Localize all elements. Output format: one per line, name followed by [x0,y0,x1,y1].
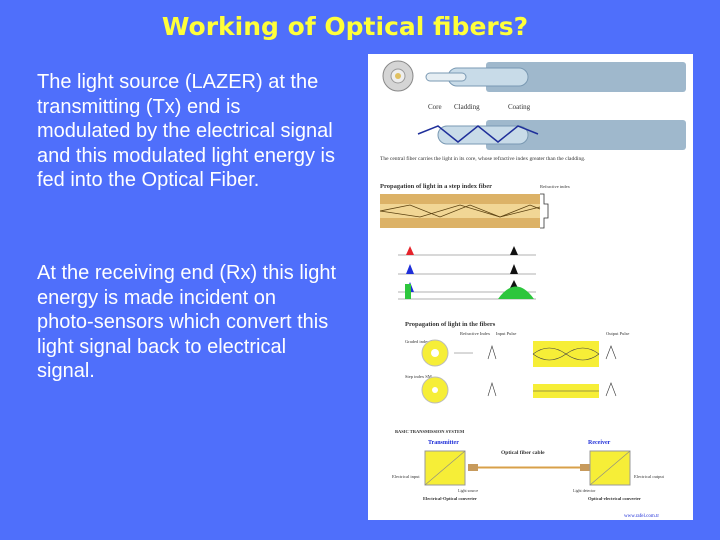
light-source-label: Light source [458,488,478,493]
electrical-output-label: Electrical output [634,474,665,479]
receiver-box [589,450,631,486]
refractive-index-label: Refractive index [540,184,571,189]
paragraph-transmitting: The light source (LAZER) at the transmit… [37,71,335,191]
receiver-label: Receiver [588,440,611,446]
fiber-cable-label: Optical fiber cable [501,450,545,456]
graded-index-row [421,339,617,367]
step-index-label: Step index SM [405,374,432,379]
step-index-row [421,376,617,404]
col-input-label: Input Pulse [496,331,516,336]
transmitter-label: Transmitter [428,440,459,446]
cladding-label: Cladding [454,103,480,111]
fiber-side-view-bottom [417,120,686,150]
paragraph-receiving: At the receiving end (Rx) this light ene… [37,262,337,382]
optical-fiber-figure: Core Cladding Coating The central fiber … [368,54,693,520]
eo-converter-label: Electrical-Optical converter [423,496,477,501]
fiber-side-view-top: Core Cladding Coating [425,62,686,111]
oe-converter-label: Optical-electrical converter [588,496,641,501]
fiber-cross-section [382,60,414,92]
website-credit: www.rafel.com.tr [624,514,659,519]
core-label: Core [428,103,442,111]
fiber-caption: The central fiber carries the light in i… [380,155,586,162]
light-detector-label: Light detector [573,488,596,493]
cable-and-connectors [468,464,590,471]
slide-title: Working of Optical fibers? [161,12,529,41]
col-output-label: Output Pulse [606,331,629,336]
electrical-input-label: Electrical input [392,474,420,479]
coating-label: Coating [508,103,531,111]
system-title: BASIC TRANSMISSION SYSTEM [395,429,465,434]
fiber-illustration: Core Cladding Coating The central fiber … [379,60,686,519]
pulse-rows [398,246,536,300]
step-index-title: Propagation of light in a step index fib… [380,183,492,190]
col-refractive-label: Refractive Index [460,331,491,336]
propagation-title: Propagation of light in the fibers [405,321,496,328]
graded-index-label: Graded index MM [405,339,439,344]
transmitter-box [424,450,466,486]
